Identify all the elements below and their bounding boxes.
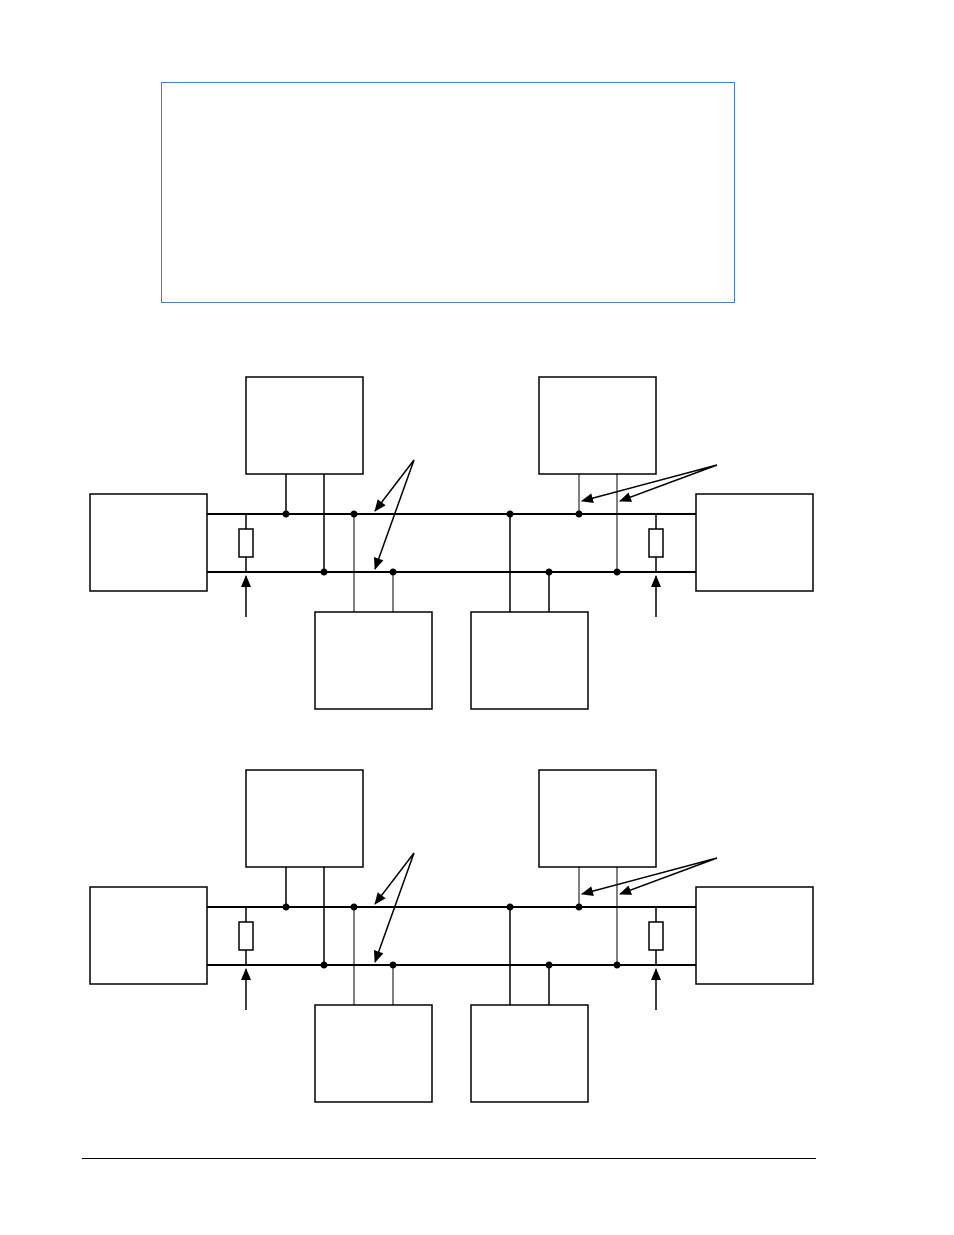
device-box-left (89, 493, 208, 592)
termination-resistor-right (648, 528, 664, 558)
device-box-top-1 (245, 376, 364, 475)
device-box-right (695, 493, 814, 592)
device-box-bottom-2 (470, 1004, 589, 1103)
device-box-bottom-1 (314, 1004, 433, 1103)
device-box-right (695, 886, 814, 985)
pointer-arrow (581, 857, 718, 896)
junction-dots (282, 510, 621, 576)
pointer-arrow (581, 464, 718, 503)
footer-rule (82, 1158, 816, 1159)
pointer-arrow (374, 459, 415, 512)
pointer-arrow (373, 459, 415, 570)
termination-resistor-right (648, 921, 664, 951)
pointer-arrow (373, 852, 415, 963)
device-box-top-2 (538, 769, 657, 868)
device-box-top-2 (538, 376, 657, 475)
pointer-arrow (619, 464, 718, 502)
bus-wiring-diagram-top (89, 376, 814, 710)
note-box (161, 82, 735, 303)
device-box-top-1 (245, 769, 364, 868)
pointer-arrow (619, 857, 718, 895)
device-box-bottom-1 (314, 611, 433, 710)
termination-resistor-left (238, 528, 254, 558)
device-box-left (89, 886, 208, 985)
termination-resistor-left (238, 921, 254, 951)
bus-wiring-diagram-bottom (89, 769, 814, 1103)
junction-dots (282, 903, 621, 969)
pointer-arrow (374, 852, 415, 905)
device-box-bottom-2 (470, 611, 589, 710)
